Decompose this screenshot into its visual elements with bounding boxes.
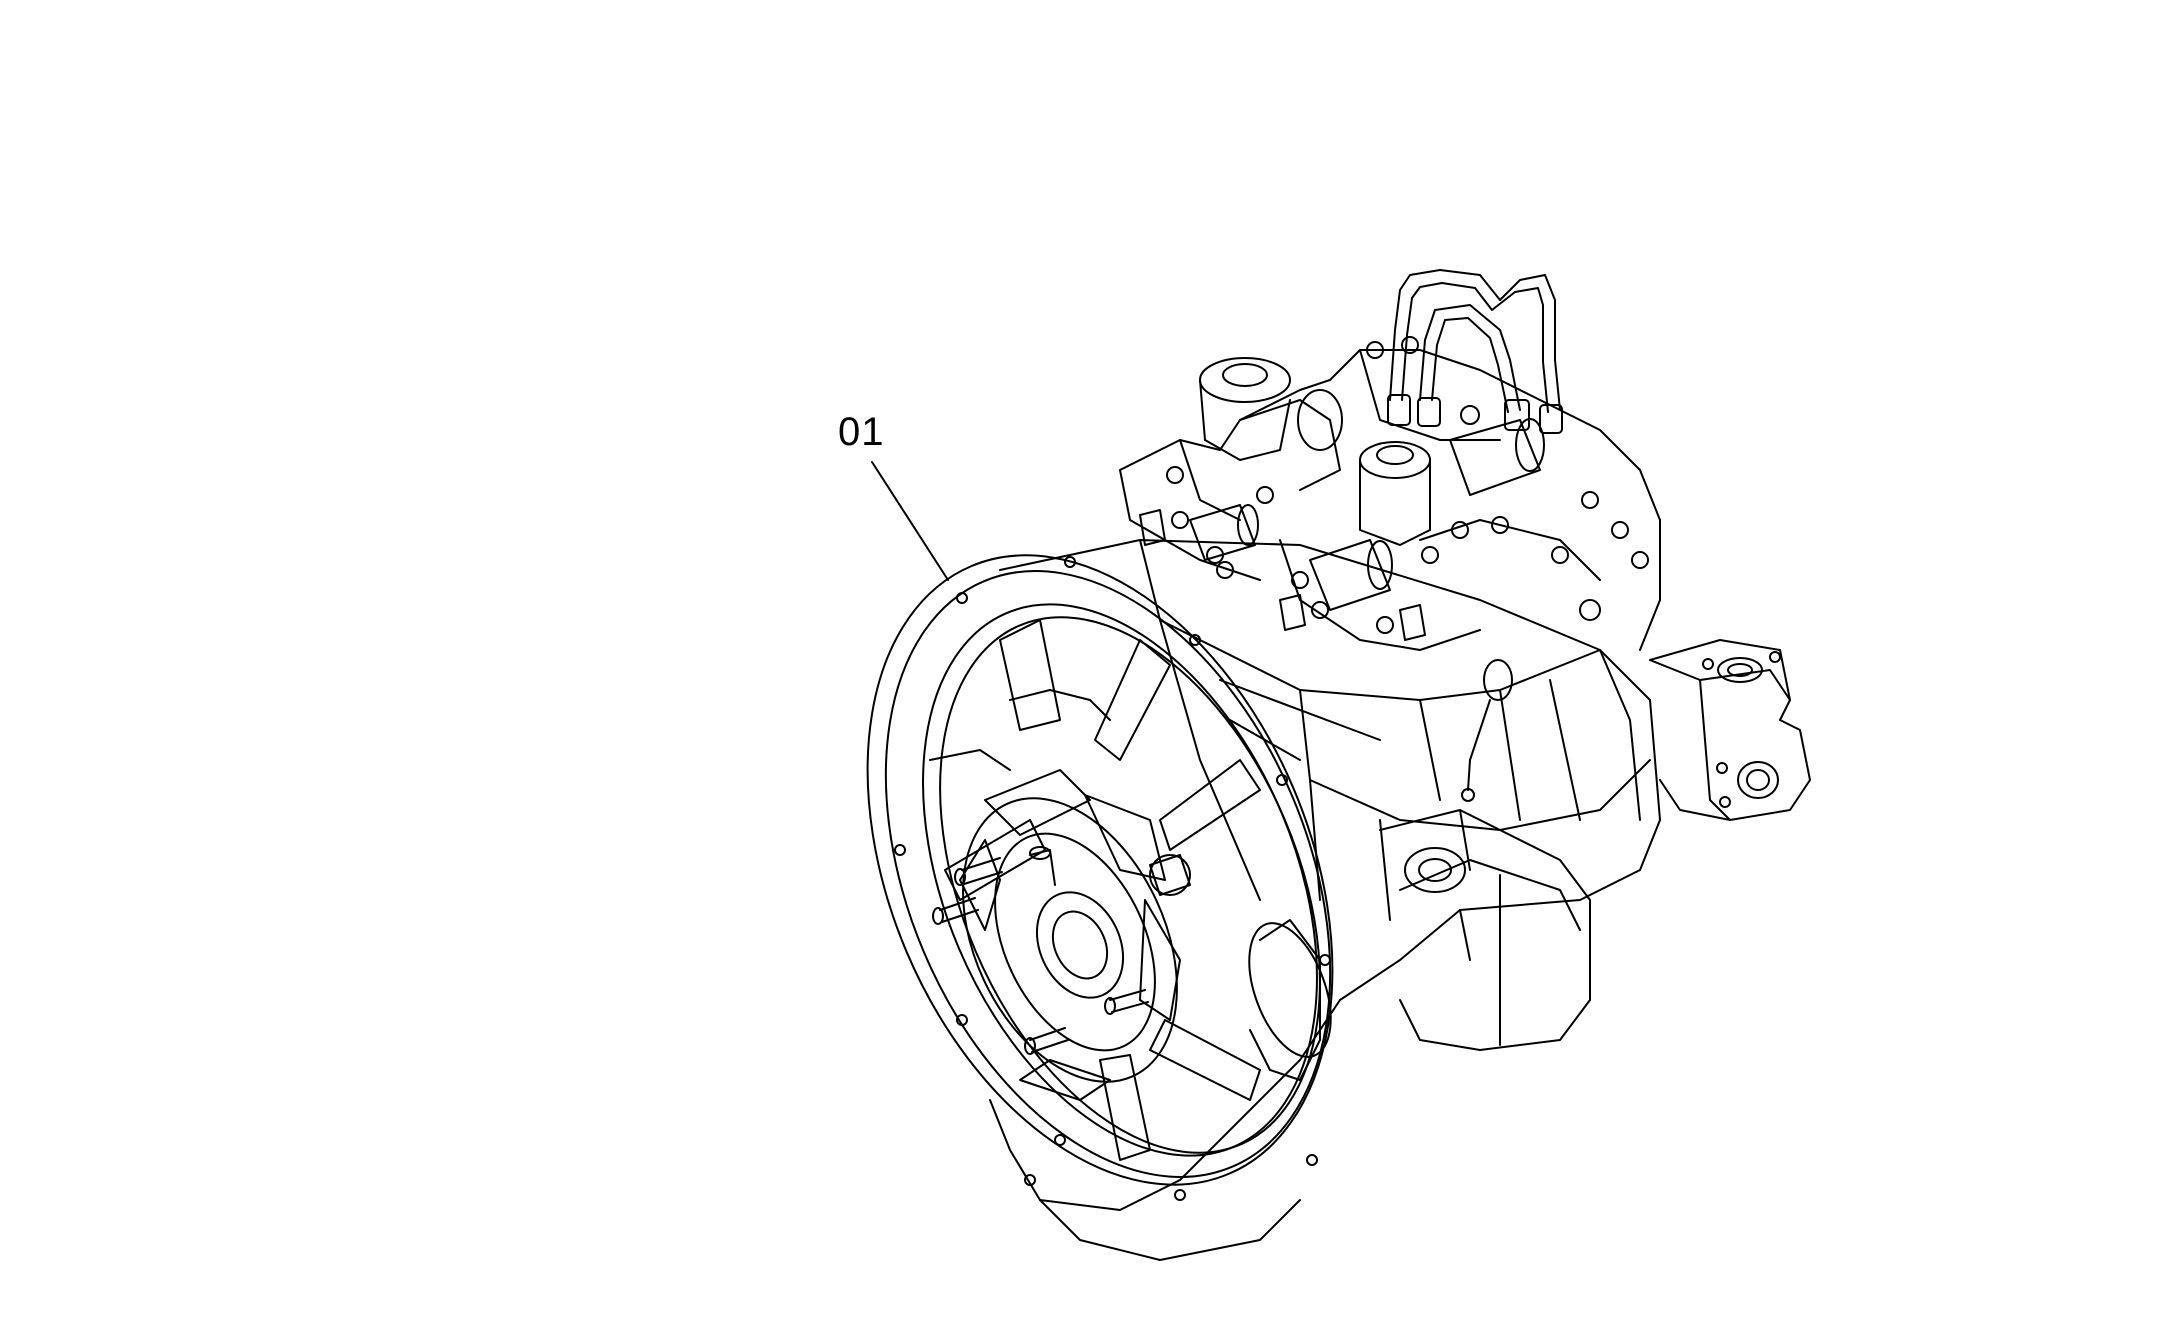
drain-plug-lanyard — [1462, 660, 1512, 801]
gear-pump — [1380, 810, 1590, 1050]
callout-label-01: 01 — [838, 410, 885, 454]
mounting-flange — [778, 484, 1422, 1260]
coupling-hub — [921, 764, 1220, 1116]
callout-leader-line — [872, 462, 948, 580]
pump-body — [1000, 540, 1660, 1210]
wiring-harness — [1388, 270, 1562, 433]
control-valve-assembly — [1120, 337, 1660, 650]
outlet-port-block — [1650, 640, 1810, 820]
